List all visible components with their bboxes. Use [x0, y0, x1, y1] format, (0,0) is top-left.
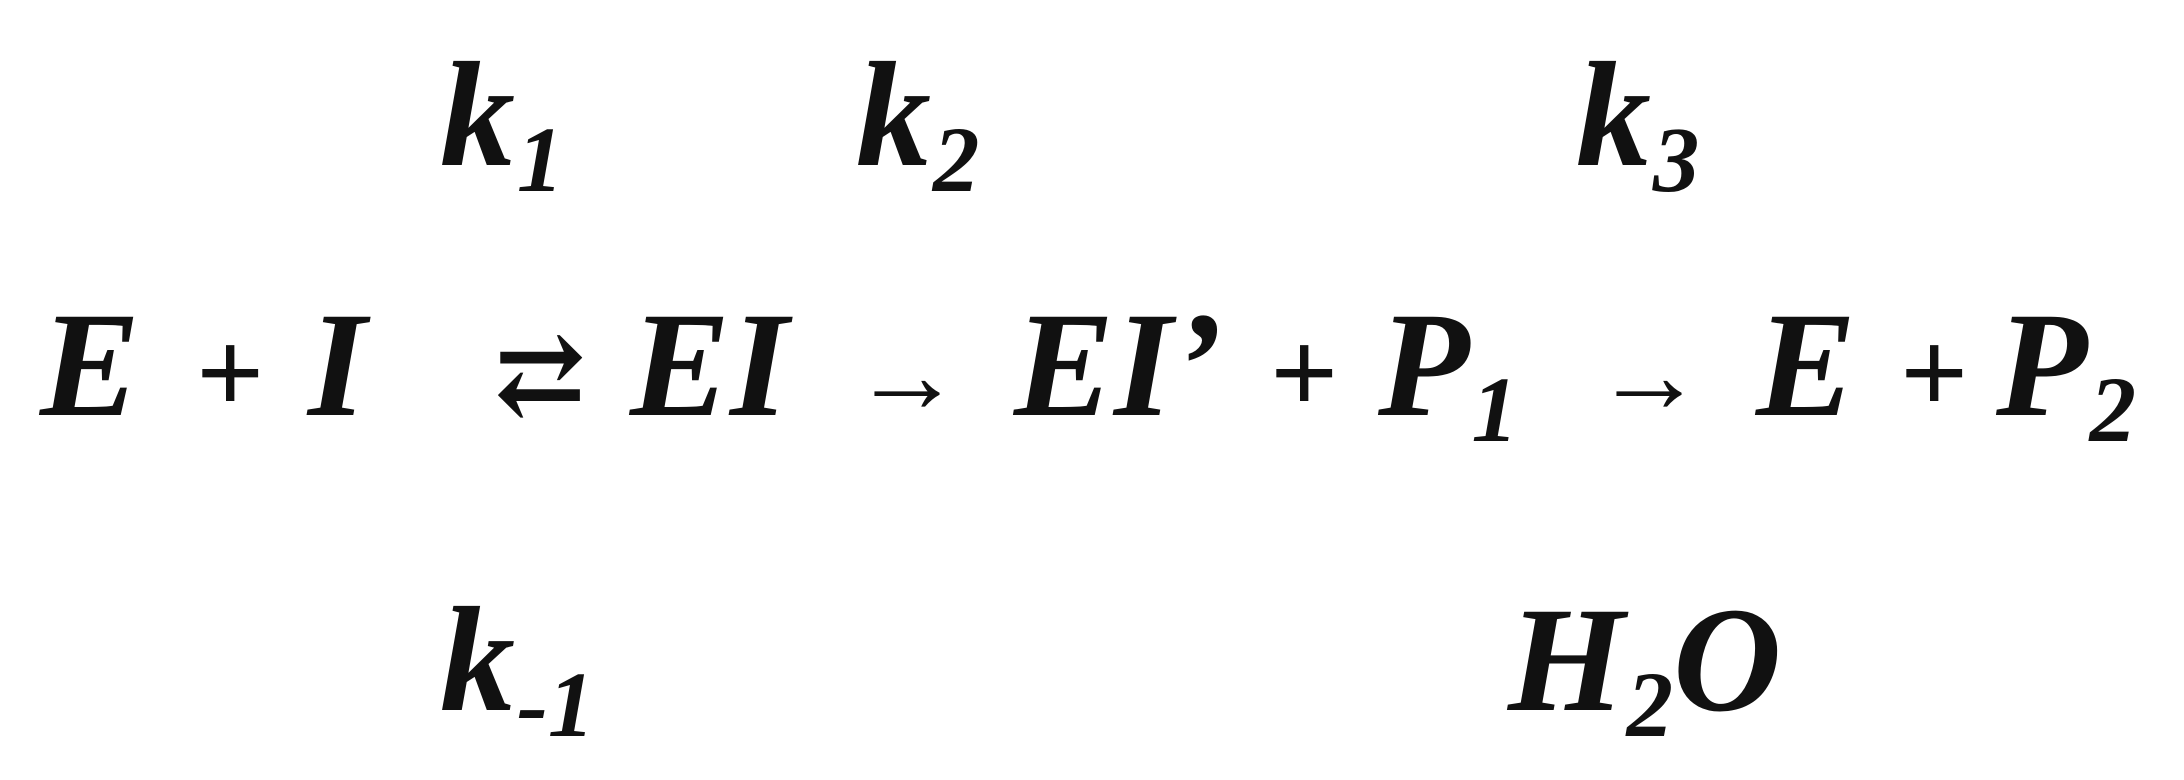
- rate-constant-k2: k2: [856, 32, 980, 213]
- reaction-arrow-2: →: [1594, 314, 1704, 436]
- reaction-arrow-1: →: [852, 314, 962, 436]
- complex-EI-prime: EI’: [1014, 282, 1223, 448]
- rate-constant-k3: k3: [1576, 32, 1700, 213]
- plus-sign: +: [196, 306, 265, 439]
- rate-constant-k-minus1: k-1: [440, 577, 595, 758]
- species-E: E: [1756, 282, 1857, 448]
- plus-sign: +: [1900, 306, 1969, 439]
- equilibrium-arrow: ⇄: [494, 314, 587, 436]
- plus-sign: +: [1270, 306, 1339, 439]
- species-E: E: [40, 282, 141, 448]
- product-P2: P2: [1996, 282, 2136, 463]
- product-P1: P1: [1378, 282, 1518, 463]
- rate-constant-k1: k1: [440, 32, 564, 213]
- species-I: I: [308, 282, 367, 448]
- complex-EI: EI: [630, 282, 789, 448]
- water-H2O: H2O: [1508, 577, 1782, 758]
